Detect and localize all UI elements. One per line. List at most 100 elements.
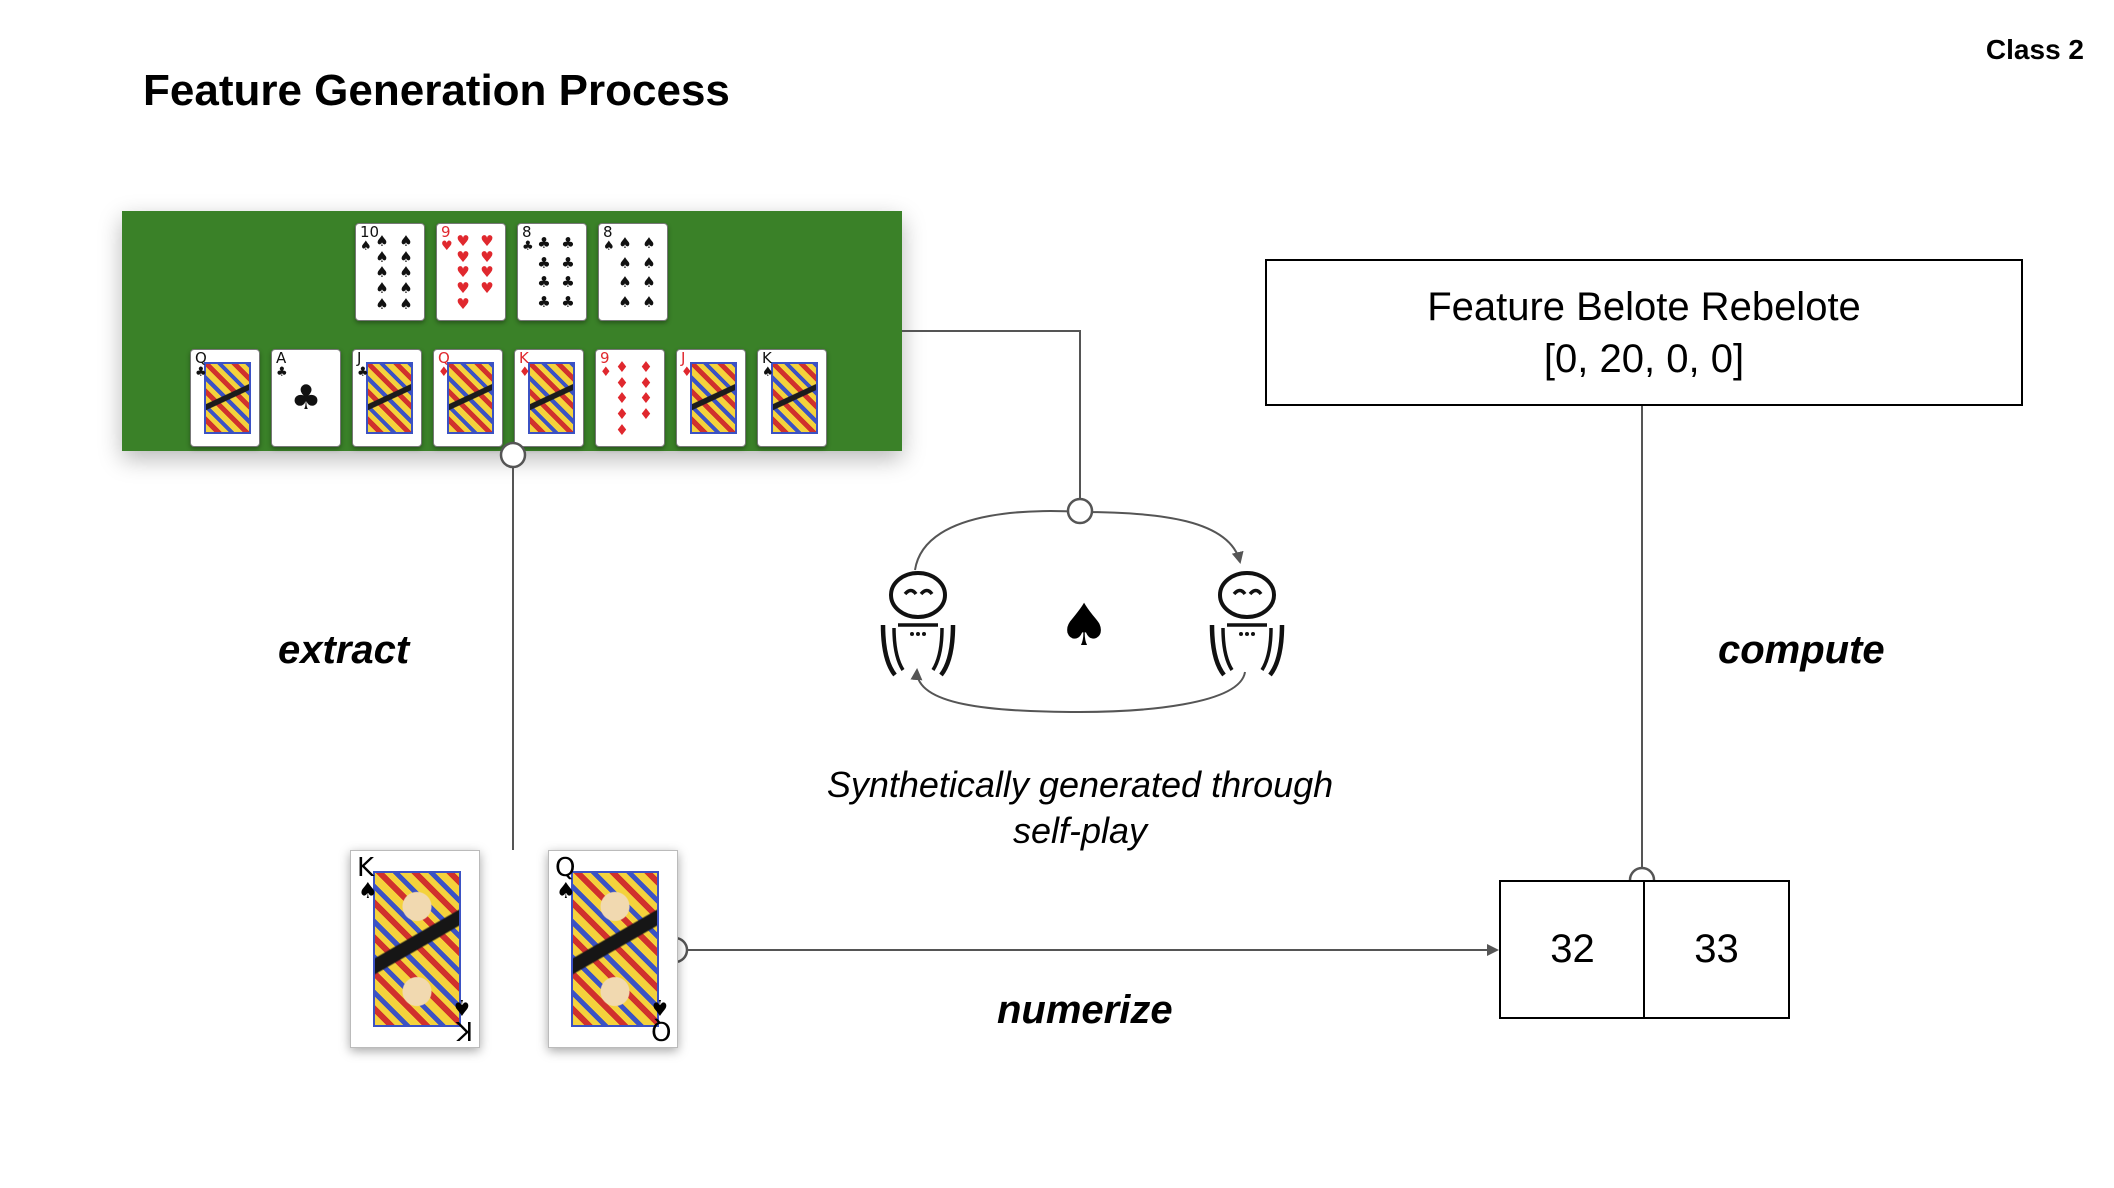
card-rank: 8 xyxy=(603,223,613,241)
robot-icon xyxy=(1209,571,1285,677)
card-pip: ♠ xyxy=(399,263,413,282)
card-pips: ♠♠♠♠♠♠♠♠♠♠ xyxy=(370,234,418,312)
card-rank: 8 xyxy=(522,223,532,241)
card-pip: ♦ xyxy=(639,389,653,408)
selfplay-caption-line2: self-play xyxy=(1012,810,1148,851)
card-pip: ♣ xyxy=(537,292,551,311)
card-suit: ♠ xyxy=(556,879,576,904)
compute-label: compute xyxy=(1718,628,1885,672)
card-suit: ♠ xyxy=(650,994,670,1019)
connector-dot xyxy=(1066,497,1094,525)
card-suit: ♦ xyxy=(438,365,450,380)
card-pip: ♦ xyxy=(615,405,629,424)
card-pip: ♥ xyxy=(456,232,470,251)
card-pip: ♥ xyxy=(480,279,494,298)
class-tag: Class 2 xyxy=(1985,34,2084,65)
card-suit: ♣ xyxy=(195,365,207,380)
feature-belote-box: Feature Belote Rebelote [0, 20, 0, 0] xyxy=(1265,259,2023,406)
card-suit: ♦ xyxy=(600,365,612,380)
card-art xyxy=(771,362,818,434)
card-suit: ♠ xyxy=(603,239,615,254)
card-suit: ♦ xyxy=(519,365,531,380)
card-pip: ♥ xyxy=(480,232,494,251)
numeric-code-box: 33 xyxy=(1643,880,1790,1019)
card-pip: ♠ xyxy=(375,247,389,266)
card-suit: ♠ xyxy=(358,879,378,904)
card-rank: A xyxy=(276,349,287,367)
card-rank: Q xyxy=(555,853,576,883)
card-suit: ♠ xyxy=(762,365,774,380)
playing-card: ♣♣♣♣♣♣♣♣8♣ xyxy=(517,223,587,321)
card-pip: ♠ xyxy=(642,273,656,292)
card-pip: ♥ xyxy=(456,279,470,298)
playing-card: J♦ xyxy=(676,349,746,447)
spade-suit-icon: ♠ xyxy=(1058,591,1110,659)
playing-card: ♣A♣ xyxy=(271,349,341,447)
card-art xyxy=(528,362,575,434)
card-pip: ♥ xyxy=(456,247,470,266)
card-pip: ♦ xyxy=(615,389,629,408)
card-pip: ♥ xyxy=(456,294,470,313)
playing-card: ♦♦♦♦♦♦♦♦♦9♦ xyxy=(595,349,665,447)
card-rank: K xyxy=(519,349,529,367)
card-pips: ♦♦♦♦♦♦♦♦♦ xyxy=(610,360,658,438)
card-pip: ♣ xyxy=(537,234,551,253)
selfplay-caption-line1: Synthetically generated through xyxy=(826,764,1334,805)
playing-card: K♠ xyxy=(757,349,827,447)
card-pip: ♣ xyxy=(561,292,575,311)
card-pips: ♥♥♥♥♥♥♥♥♥ xyxy=(451,234,499,312)
card-rank: J xyxy=(681,349,686,367)
feature-vector: [0, 20, 0, 0] xyxy=(1543,336,1745,381)
card-table: ♠♠♠♠♠♠♠♠♠♠10♠♥♥♥♥♥♥♥♥♥9♥♣♣♣♣♣♣♣♣8♣♠♠♠♠♠♠… xyxy=(122,211,902,451)
connector-dot xyxy=(499,441,527,469)
card-pip: ♠ xyxy=(642,234,656,253)
card-pip: ♦ xyxy=(615,420,629,439)
card-pip: ♥ xyxy=(480,263,494,282)
card-rank: 9 xyxy=(441,223,451,241)
card-art xyxy=(366,362,413,434)
card-pip: ♦ xyxy=(615,373,629,392)
card-rank: K xyxy=(357,853,375,883)
card-art xyxy=(373,871,461,1027)
selfplay-bottom-arc xyxy=(910,668,1246,714)
card-pip: ♠ xyxy=(375,263,389,282)
card-pip: ♠ xyxy=(375,232,389,251)
card-art xyxy=(571,871,659,1027)
playing-card: ♠♠♠♠♠♠♠♠8♠ xyxy=(598,223,668,321)
card-suit: ♦ xyxy=(681,365,693,380)
numerize-label: numerize xyxy=(997,988,1173,1032)
selfplay-caption: Synthetically generated through self-pla… xyxy=(780,762,1380,854)
card-rank: 10 xyxy=(360,223,380,241)
card-pip: ♠ xyxy=(618,253,632,272)
card-pip: ♦ xyxy=(639,405,653,424)
card-suit: ♥ xyxy=(441,239,453,254)
card-suit: ♣ xyxy=(522,239,534,254)
card-pip: ♦ xyxy=(615,358,629,377)
card-pip: ♠ xyxy=(399,279,413,298)
card-suit: ♣ xyxy=(276,365,288,380)
page-title: Feature Generation Process xyxy=(143,66,730,115)
playing-card: Q♦ xyxy=(433,349,503,447)
table-to-selfplay-connector xyxy=(902,330,1081,511)
card-pip: ♣ xyxy=(561,234,575,253)
card-pip: ♠ xyxy=(642,292,656,311)
card-rank: K xyxy=(455,1015,473,1045)
feature-name: Feature Belote Rebelote xyxy=(1427,284,1861,329)
card-pip: ♠ xyxy=(618,273,632,292)
extracted-card-queen-spades: Q ♠ Q ♠ xyxy=(548,850,678,1048)
card-rank: K xyxy=(762,349,772,367)
card-rank: Q xyxy=(650,1015,671,1045)
card-suit: ♠ xyxy=(452,994,472,1019)
card-rank: J xyxy=(357,349,362,367)
playing-card: ♥♥♥♥♥♥♥♥♥9♥ xyxy=(436,223,506,321)
card-pip: ♣ xyxy=(561,273,575,292)
card-art xyxy=(447,362,494,434)
card-pip: ♠ xyxy=(399,232,413,251)
card-pip: ♠ xyxy=(618,234,632,253)
card-pip: ♠ xyxy=(642,253,656,272)
extracted-card-king-spades: K ♠ K ♠ xyxy=(350,850,480,1048)
card-pip: ♣ xyxy=(537,273,551,292)
card-art xyxy=(204,362,251,434)
card-pip: ♣ xyxy=(537,253,551,272)
card-pips: ♠♠♠♠♠♠♠♠ xyxy=(613,234,661,312)
